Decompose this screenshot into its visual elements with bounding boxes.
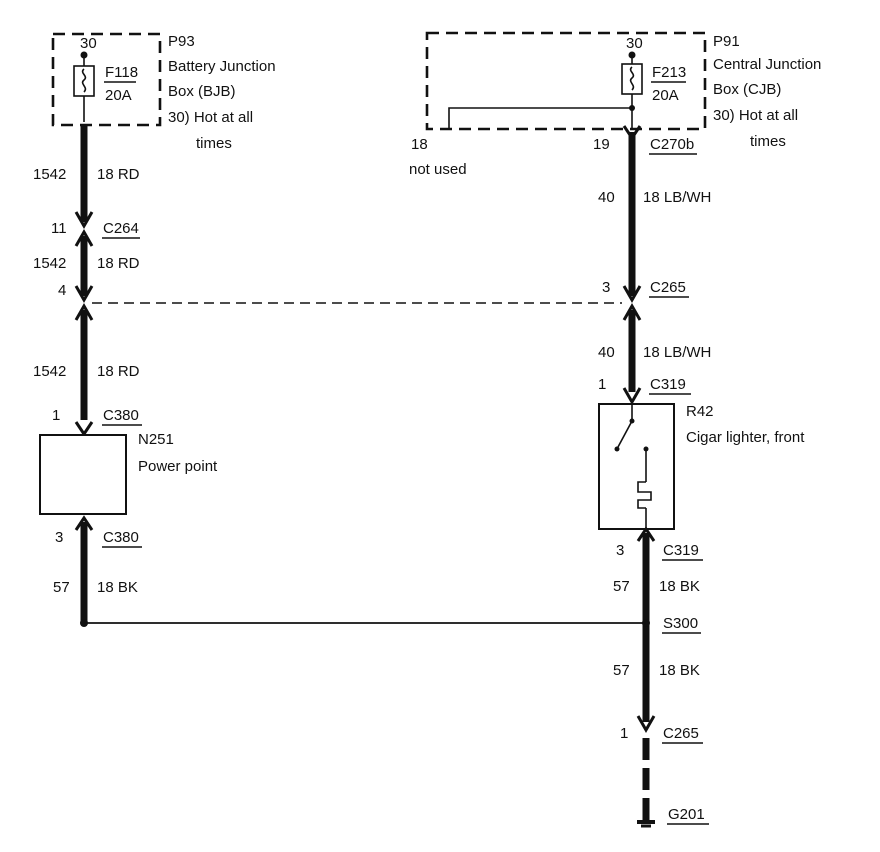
c265-bottom-name: C265 [663,725,699,742]
cjb-junction-box: 30 F213 20A P91 Central Junction Box (CJ… [425,31,821,150]
right-wire-run [622,125,642,406]
n251-name: Power point [138,458,218,475]
bjb-junction-box: 30 F118 20A P93 Battery Junction Box (BJ… [51,32,276,152]
c319-top-pin: 1 [598,376,606,393]
not-used-pin: 18 [411,136,428,153]
cjb-note-line2: times [750,133,786,150]
c319-top-name: C319 [650,376,686,393]
c319-bottom-name: C319 [663,542,699,559]
cjb-name-line1: Central Junction [713,56,821,73]
right-lower-wire [636,526,656,828]
right-seg2-spec: 18 LB/WH [643,344,711,361]
left-wire-run [74,125,94,627]
cjb-note-line1: 30) Hot at all [713,107,798,124]
c380-top-pin: 1 [52,407,60,424]
r42-name: Cigar lighter, front [686,429,805,446]
left-seg2-spec: 18 RD [97,255,140,272]
cigar-lighter-box [598,403,675,530]
right-seg3-spec: 18 BK [659,578,700,595]
ground-g201-label: G201 [668,806,705,823]
bjb-name-line1: Battery Junction [168,58,276,75]
c264-pin: 11 [51,220,67,237]
c265-right-name: C265 [650,279,686,296]
fuse-f118-name: F118 [105,64,138,81]
c265-bottom-pin: 1 [620,725,628,742]
right-seg3-circuit: 57 [613,578,630,595]
c265-left-pin: 4 [58,282,66,299]
cjb-id: P91 [713,33,740,50]
right-seg2-circuit: 40 [598,344,615,361]
right-seg1-spec: 18 LB/WH [643,189,711,206]
fuse-f213-name: F213 [652,64,686,81]
bjb-terminal-label: 30 [80,35,97,52]
c380-bottom-name: C380 [103,529,139,546]
heating-element-icon [637,481,652,509]
power-point-box [39,434,127,515]
c319-bottom-pin: 3 [616,542,624,559]
r42-id: R42 [686,403,714,420]
left-seg3-circuit: 1542 [33,363,66,380]
left-seg1-circuit: 1542 [33,166,66,183]
n251-id: N251 [138,431,174,448]
left-seg4-spec: 18 BK [97,579,138,596]
fuse-f213-icon [621,63,643,95]
c380-bottom-pin: 3 [55,529,63,546]
cjb-name-line2: Box (CJB) [713,81,781,98]
fuse-f213-rating: 20A [652,87,679,104]
left-seg2-circuit: 1542 [33,255,66,272]
bjb-name-line2: Box (BJB) [168,83,236,100]
left-seg4-circuit: 57 [53,579,70,596]
not-used-label: not used [409,161,467,178]
s300-label: S300 [663,615,698,632]
bjb-note-line2: times [196,135,232,152]
fuse-f118-icon [73,65,95,97]
c264-name: C264 [103,220,139,237]
fuse-f118-rating: 20A [105,87,132,104]
c270b-name: C270b [650,136,694,153]
right-seg1-circuit: 40 [598,189,615,206]
c270b-pin: 19 [593,136,610,153]
bjb-note-line1: 30) Hot at all [168,109,253,126]
c380-top-name: C380 [103,407,139,424]
right-seg4-spec: 18 BK [659,662,700,679]
left-seg1-spec: 18 RD [97,166,140,183]
bjb-id: P93 [168,33,195,50]
right-seg4-circuit: 57 [613,662,630,679]
left-seg3-spec: 18 RD [97,363,140,380]
c265-right-pin: 3 [602,279,610,296]
cjb-terminal-label: 30 [626,35,643,52]
